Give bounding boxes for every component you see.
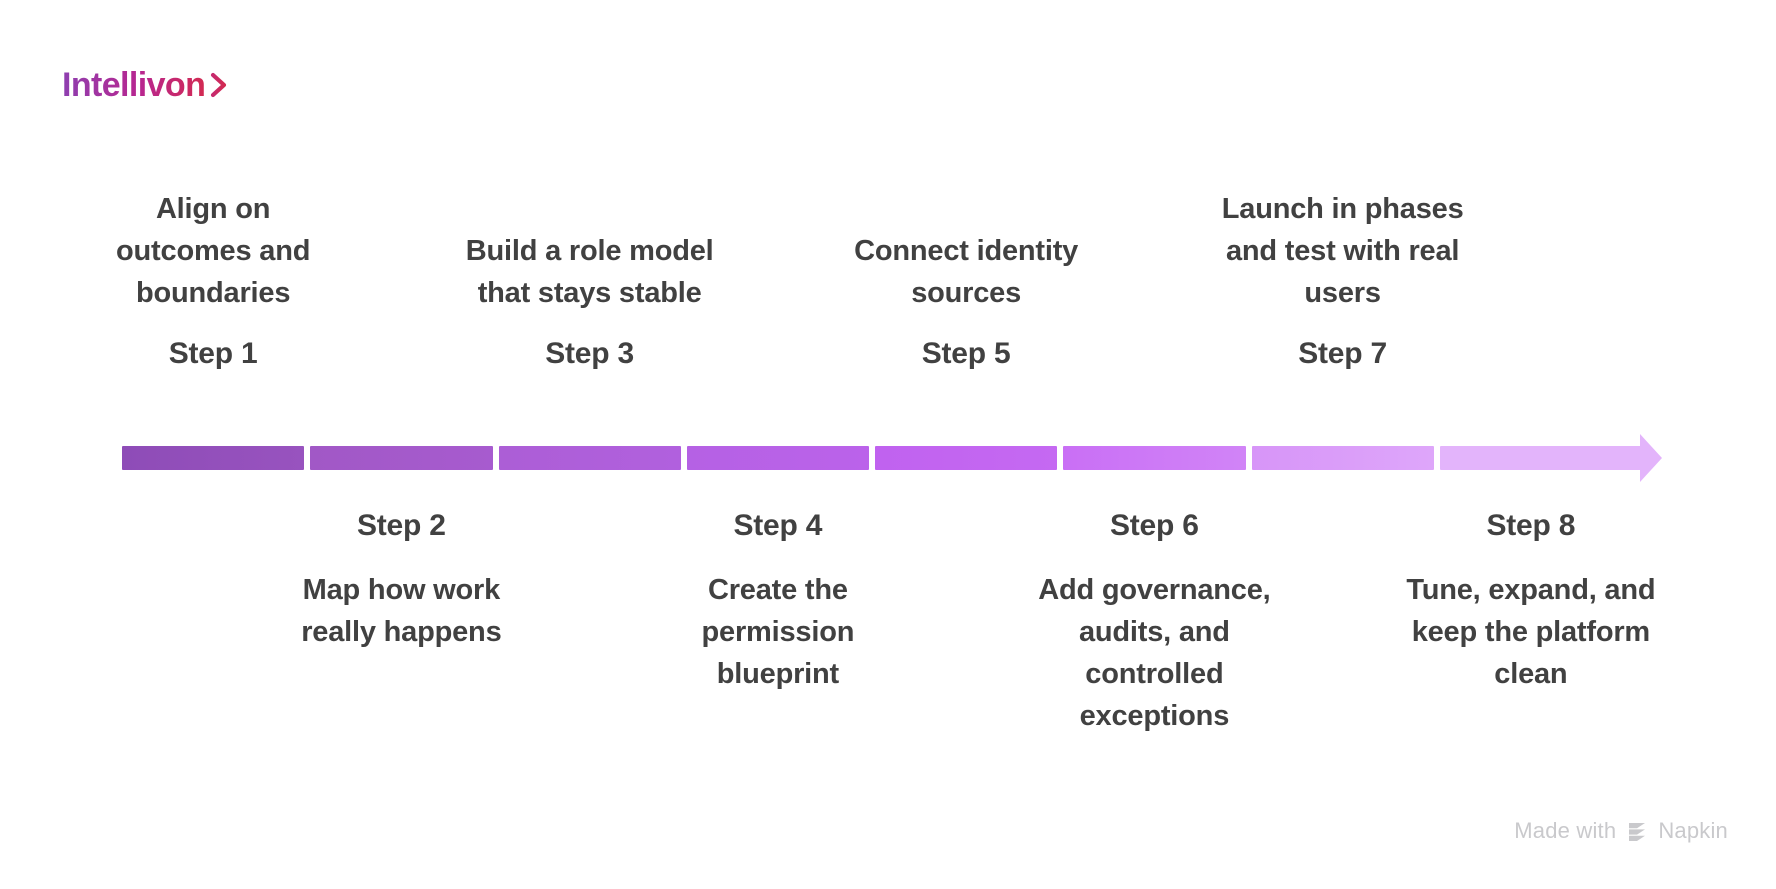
step-title-2: Map how work really happens (301, 574, 502, 649)
step-label-6: Step 6 (1109, 509, 1199, 542)
arrow-head-icon (1616, 434, 1662, 482)
step-title-8: Tune, expand, and keep the platform clea… (1406, 574, 1656, 691)
progress-segment-6 (1063, 446, 1246, 470)
step-title-5: Connect identity sources (854, 234, 1079, 309)
progress-segment-2 (310, 446, 493, 470)
brand-logo: Intellivon (62, 68, 230, 102)
progress-arrow-bar (122, 434, 1662, 482)
chevron-right-icon (211, 72, 227, 98)
step-title-1: Align on outcomes and boundaries (116, 192, 311, 309)
progress-segment-3 (498, 446, 681, 470)
step-label-5: Step 5 (921, 337, 1011, 370)
step-title-3: Build a role model that stays stable (465, 234, 714, 309)
step-label-1: Step 1 (168, 337, 258, 370)
watermark-prefix: Made with (1514, 818, 1617, 843)
step-label-4: Step 4 (733, 509, 823, 542)
step-column-7: Launch in phases and test with real user… (1215, 188, 1470, 372)
step-title-4: Create the permission blueprint (701, 574, 855, 691)
progress-segment-7 (1251, 446, 1434, 470)
progress-segment-8 (1439, 446, 1622, 470)
step-label-3: Step 3 (545, 337, 635, 370)
step-title-7: Launch in phases and test with real user… (1221, 192, 1464, 309)
progress-segment-1 (122, 446, 305, 470)
step-column-6: Step 6 Add governance, audits, and contro… (1027, 508, 1282, 737)
brand-name: Intellivon (62, 66, 206, 104)
watermark-brand: Napkin (1658, 818, 1728, 843)
step-label-2: Step 2 (356, 509, 446, 542)
step-label-8: Step 8 (1486, 509, 1576, 542)
step-column-8: Step 8 Tune, expand, and keep the platfor… (1403, 508, 1658, 695)
made-with-napkin-watermark: Made with Napkin (1514, 818, 1728, 844)
progress-segment-5 (875, 446, 1058, 470)
step-column-2: Step 2 Map how work really happens (274, 508, 529, 653)
progress-segment-4 (686, 446, 869, 470)
step-label-7: Step 7 (1298, 337, 1388, 370)
step-title-6: Add governance, audits, and controlled e… (1038, 574, 1271, 733)
step-column-4: Step 4 Create the permission blueprint (650, 508, 905, 695)
napkin-logo-icon (1629, 823, 1646, 841)
